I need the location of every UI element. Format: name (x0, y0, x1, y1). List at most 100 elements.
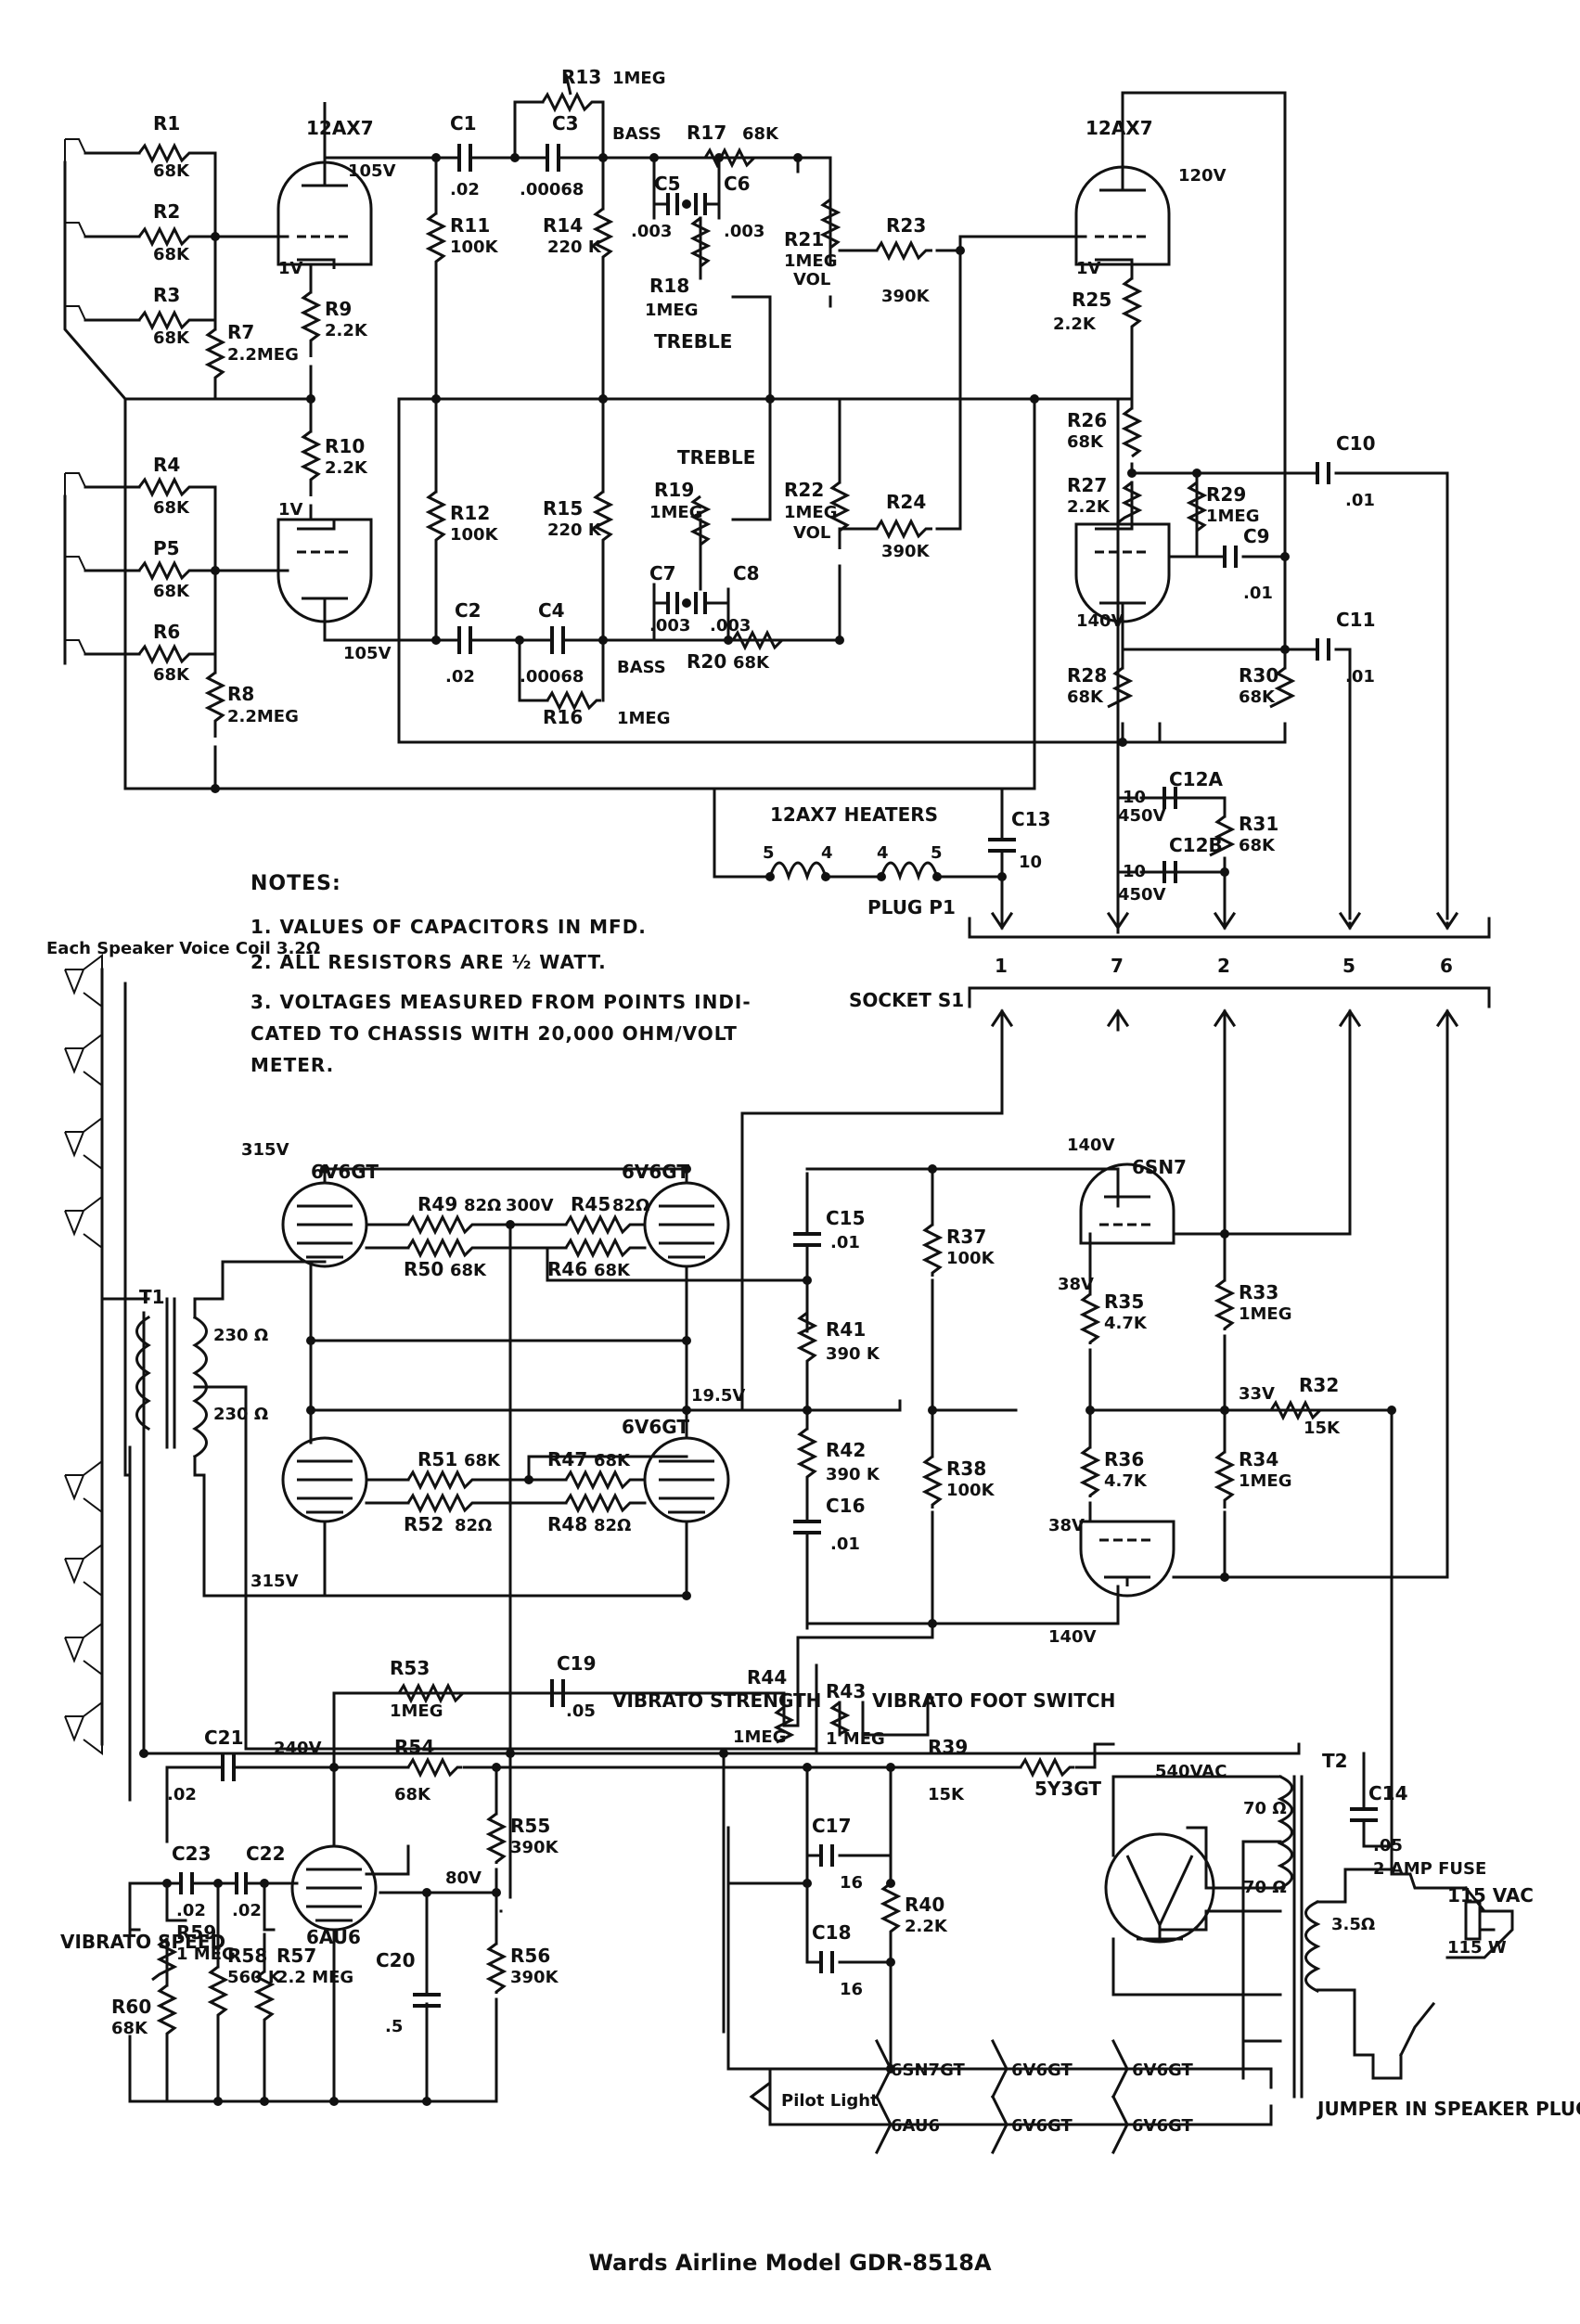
speaker-label: Each Speaker Voice Coil 3.2Ω (46, 939, 320, 958)
label-R23: R23 (886, 214, 926, 237)
label-R55: R55 (510, 1815, 550, 1837)
voltage-450v-b: 450V (1118, 885, 1166, 905)
label-R34: R34 (1239, 1448, 1278, 1470)
label-R48: R48 (547, 1513, 587, 1535)
label-R29: R29 (1206, 483, 1246, 506)
pilot-light-label: Pilot Light (781, 2091, 879, 2111)
voltage-38v-b: 38V (1048, 1516, 1085, 1535)
value-R45: 82Ω (612, 1196, 649, 1215)
label-R28: R28 (1067, 664, 1107, 687)
value-R40: 2.2K (905, 1917, 948, 1936)
strip-bottom-1: 6AU6 (891, 2116, 940, 2136)
label-C9: C9 (1243, 525, 1270, 547)
v2-resistors (1107, 276, 1296, 857)
voltage-33v: 33V (1239, 1384, 1275, 1404)
value-R25: 2.2K (1053, 315, 1097, 334)
output-junctions (139, 1164, 1396, 1758)
value-C12A: 10 (1123, 788, 1146, 807)
heaters-label: 12AX7 HEATERS (770, 803, 938, 826)
value-R35: 4.7K (1104, 1314, 1148, 1333)
value-C21: .02 (167, 1785, 197, 1804)
tube-label-v7: 6AU6 (306, 1926, 361, 1948)
schematic-caption: Wards Airline Model GDR-8518A (588, 2250, 992, 2276)
value-C3: .00068 (520, 180, 584, 199)
heater-pin-4: 5 (931, 843, 943, 863)
strip-bottom-2: 6V6GT (1011, 2116, 1073, 2136)
label-R7: R7 (227, 321, 254, 343)
heater-pin-1: 5 (763, 843, 775, 863)
voltage-140v-b: 140V (1067, 1136, 1115, 1155)
value-R50: 68K (450, 1261, 487, 1280)
label-C6: C6 (724, 173, 751, 195)
value-R28: 68K (1067, 687, 1104, 707)
t2-secondary: 540VAC (1155, 1762, 1227, 1781)
value-R39: 15K (928, 1785, 965, 1804)
tube-label-v3: 6V6GT (311, 1161, 379, 1183)
label-R38: R38 (946, 1457, 986, 1480)
label-R59: R59 (176, 1921, 216, 1944)
label-R60: R60 (111, 1996, 151, 2018)
voltage-140v-a: 140V (1076, 611, 1124, 631)
label-R21: R21 (784, 228, 824, 250)
label-R31: R31 (1239, 813, 1278, 835)
label-C8: C8 (733, 562, 760, 584)
value-R11: 100K (450, 238, 499, 257)
vol-label-top: VOL (793, 270, 830, 289)
fuse-label: 2 AMP FUSE (1373, 1859, 1486, 1879)
label-R4: R4 (153, 454, 180, 476)
label-R44: R44 (747, 1666, 787, 1688)
vibrato-junctions (162, 1763, 895, 2106)
label-R35: R35 (1104, 1290, 1144, 1313)
label-R54: R54 (394, 1736, 434, 1758)
tone-capacitors (457, 144, 707, 654)
label-C23: C23 (172, 1843, 212, 1865)
output-resistors (406, 1213, 1325, 1514)
tube-v7-6au6 (290, 1844, 378, 1932)
label-R12: R12 (450, 502, 490, 524)
label-R51: R51 (417, 1448, 457, 1470)
heater-string (713, 397, 1227, 925)
label-R5: P5 (153, 537, 180, 559)
value-R33: 1MEG (1239, 1304, 1292, 1324)
label-R26: R26 (1067, 409, 1107, 431)
value-R44: 1MEG (733, 1727, 787, 1747)
value-R54: 68K (394, 1785, 431, 1804)
label-R15: R15 (543, 497, 583, 520)
voltage-1v-c: 1V (1076, 259, 1101, 278)
tube-v3-6v6gt (281, 1181, 368, 1268)
value-R18: 1MEG (645, 301, 699, 320)
value-R8: 2.2MEG (227, 707, 299, 726)
heater-pin-2: 4 (821, 843, 833, 863)
strip-top-1: 6SN7GT (891, 2061, 966, 2080)
value-C19: .05 (566, 1701, 596, 1721)
value-R55: 390K (510, 1838, 559, 1857)
value-R1: 68K (153, 161, 190, 181)
treble-label-top: TREBLE (654, 330, 732, 353)
value-R41: 390 K (826, 1344, 880, 1364)
plug-label: PLUG P1 (867, 896, 956, 918)
value-C8: .003 (710, 616, 751, 636)
voltage-450v-a: 450V (1118, 806, 1166, 826)
value-R22: 1MEG (784, 503, 838, 522)
vibrato-resistors (151, 1682, 1074, 2049)
strip-top-2: 6V6GT (1011, 2061, 1073, 2080)
value-R16: 1MEG (617, 709, 671, 728)
label-C3: C3 (552, 112, 579, 135)
label-R25: R25 (1072, 289, 1111, 311)
value-C23: .02 (176, 1901, 206, 1920)
value-C13: 10 (1019, 853, 1042, 872)
label-R50: R50 (404, 1258, 443, 1280)
label-R36: R36 (1104, 1448, 1144, 1470)
label-R53: R53 (390, 1657, 430, 1679)
label-C21: C21 (204, 1727, 244, 1749)
label-C7: C7 (649, 562, 676, 584)
pin-5: 5 (1342, 955, 1355, 977)
tube-v5a-6v6gt (281, 1436, 368, 1523)
value-C17: 16 (840, 1873, 863, 1893)
value-C1: .02 (450, 180, 480, 199)
label-C5: C5 (654, 173, 681, 195)
label-R33: R33 (1239, 1281, 1278, 1303)
input-wiring (63, 147, 1036, 790)
pin-7: 7 (1111, 955, 1124, 977)
